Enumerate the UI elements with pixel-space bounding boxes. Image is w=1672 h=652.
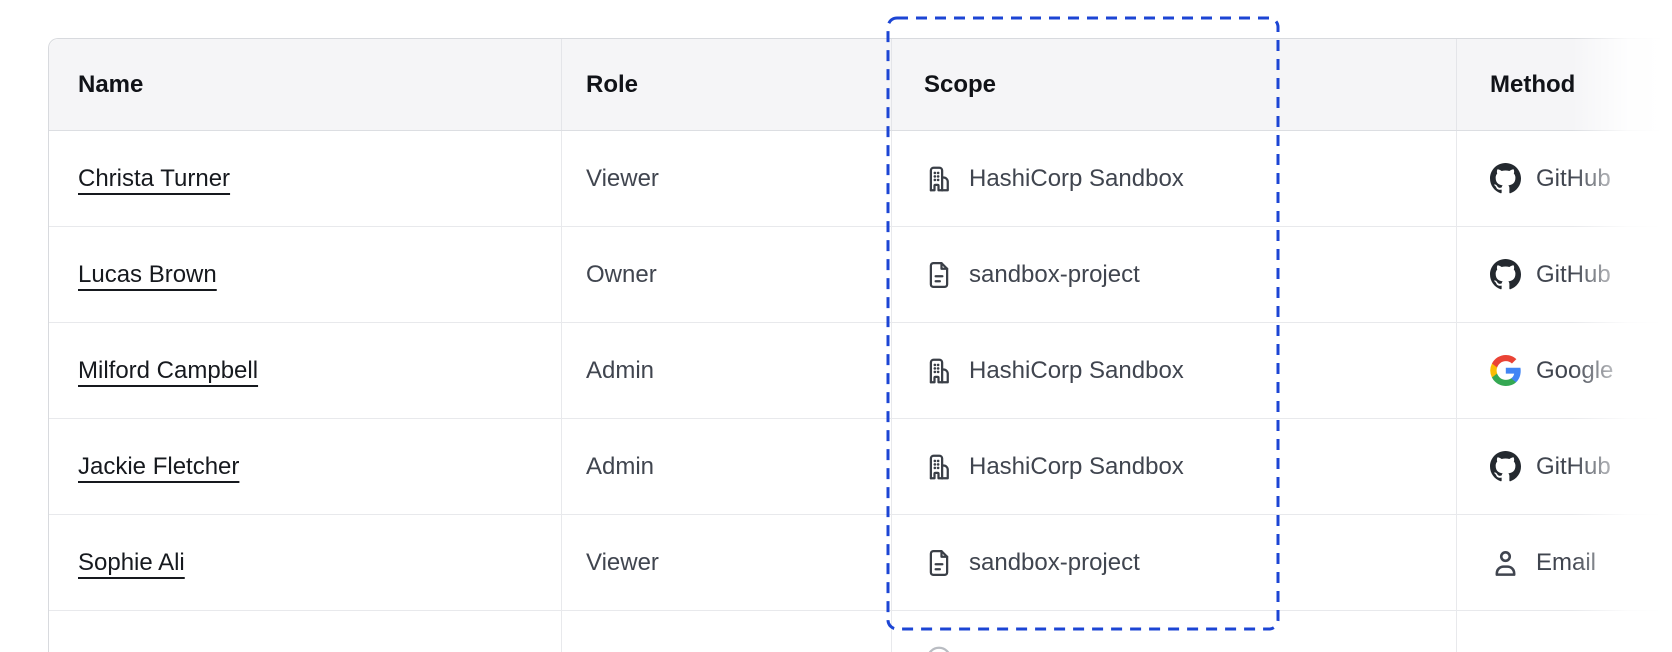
method-cell: Email [1456, 515, 1672, 610]
user-icon [1495, 551, 1516, 576]
member-name-link[interactable]: Sophie Ali [78, 548, 185, 576]
method-cell: Google [1456, 323, 1672, 418]
github-icon [1490, 451, 1521, 482]
column-header-method: Method [1456, 39, 1672, 130]
member-name-link[interactable]: Milford Campbell [78, 356, 259, 384]
column-header-role: Role [561, 39, 891, 130]
table-row: Christa Turner Viewer HashiCorp Sandbox … [49, 131, 1672, 227]
method-cell: GitHub [1456, 131, 1672, 226]
table-row: Sophie Ali Viewer sandbox-project Email [49, 515, 1672, 611]
role-cell: Viewer [561, 515, 891, 610]
scope-cell: sandbox-project [891, 515, 1456, 610]
next-row-scope-icon-partial [928, 646, 950, 652]
method-cell: GitHub [1456, 227, 1672, 322]
role-cell: Owner [561, 227, 891, 322]
column-header-scope: Scope [891, 39, 1456, 130]
file-text-icon [929, 549, 949, 576]
member-name-link[interactable]: Lucas Brown [78, 260, 217, 288]
role-cell: Admin [561, 323, 891, 418]
role-cell: Viewer [561, 131, 891, 226]
member-name-link[interactable]: Christa Turner [78, 164, 231, 192]
table-row-partial [49, 611, 1672, 652]
table-row: Jackie Fletcher Admin HashiCorp Sandbox … [49, 419, 1672, 515]
organization-icon [929, 454, 949, 479]
organization-icon [929, 358, 949, 383]
table-header-row: Name Role Scope Method [49, 39, 1672, 131]
member-name-link[interactable]: Jackie Fletcher [78, 452, 240, 480]
github-icon [1490, 163, 1521, 194]
scope-cell: sandbox-project [891, 227, 1456, 322]
scope-cell: HashiCorp Sandbox [891, 323, 1456, 418]
google-icon [1490, 355, 1521, 386]
table-row: Lucas Brown Owner sandbox-project GitHub [49, 227, 1672, 323]
role-cell: Admin [561, 419, 891, 514]
members-table: Name Role Scope Method Christa Turner Vi… [48, 38, 1672, 652]
scope-cell: HashiCorp Sandbox [891, 131, 1456, 226]
table-row: Milford Campbell Admin HashiCorp Sandbox… [49, 323, 1672, 419]
method-cell: GitHub [1456, 419, 1672, 514]
organization-icon [929, 166, 949, 191]
file-text-icon [929, 261, 949, 288]
github-icon [1490, 259, 1521, 290]
column-header-name: Name [78, 70, 144, 98]
scope-cell: HashiCorp Sandbox [891, 419, 1456, 514]
